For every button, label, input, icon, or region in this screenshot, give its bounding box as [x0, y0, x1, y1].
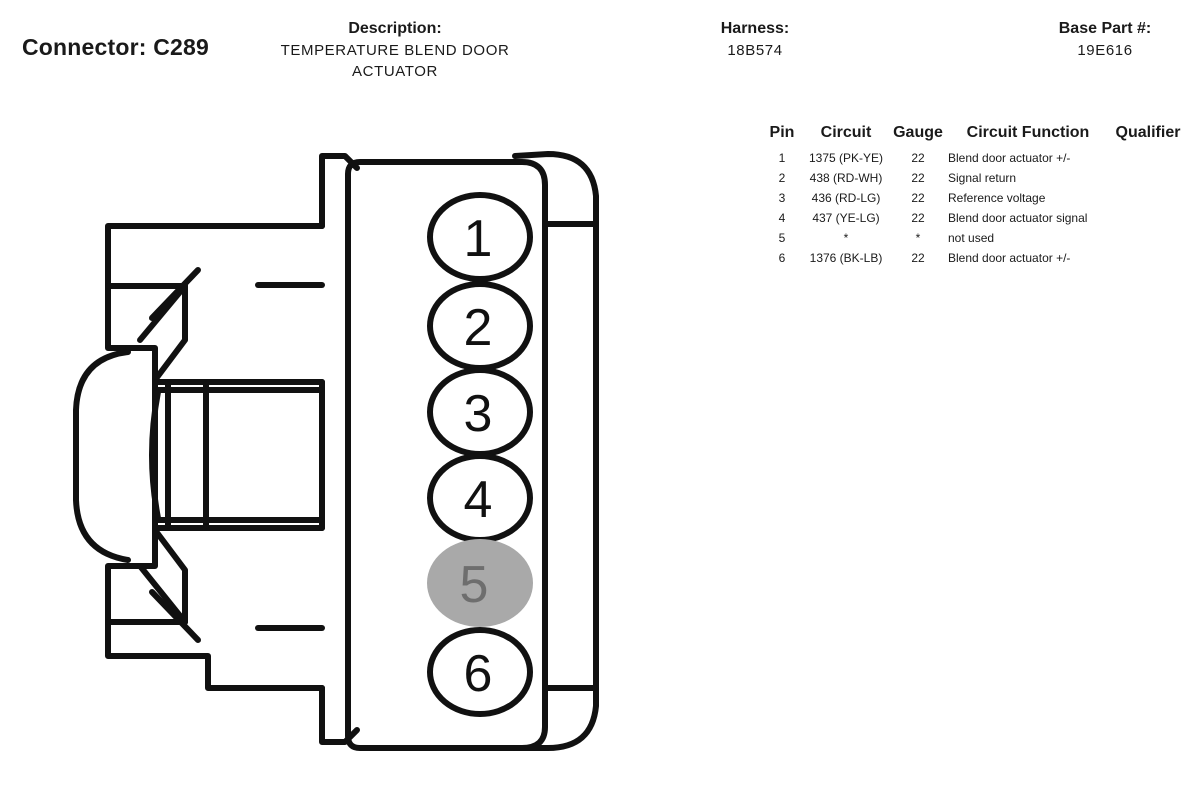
table-row: 1 1375 (PK-YE) 22 Blend door actuator +/…	[760, 148, 1188, 168]
pin-cavity-1: 1	[427, 192, 533, 282]
cell-circuit: 438 (RD-WH)	[809, 171, 883, 185]
cell-pin: 6	[778, 251, 786, 265]
connector-title: Connector: C289	[22, 34, 210, 60]
connector-diagram: 1 2 3 4 5 6	[73, 151, 599, 751]
cell-gauge: 22	[911, 191, 925, 205]
pin-label-2: 2	[464, 299, 493, 357]
cell-qualifier	[1108, 228, 1188, 248]
cell-pin: 2	[778, 171, 786, 185]
table-row: 6 1376 (BK-LB) 22 Blend door actuator +/…	[760, 248, 1188, 268]
cell-gauge: *	[915, 231, 921, 245]
pin-cavity-4: 4	[427, 453, 533, 543]
cell-gauge: 22	[911, 211, 925, 225]
cell-gauge: 22	[911, 251, 925, 265]
connector-outline	[73, 151, 599, 751]
harness-block: Harness: 18B574	[680, 20, 830, 59]
header-qualifier: Qualifier	[1115, 124, 1181, 141]
harness-value: 18B574	[727, 42, 783, 59]
pin-label-5: 5	[460, 556, 489, 614]
pin-label-4: 4	[464, 471, 493, 529]
cell-qualifier	[1108, 208, 1188, 228]
cell-pin: 4	[778, 211, 786, 225]
cell-qualifier	[1108, 188, 1188, 208]
cell-circuit: 437 (YE-LG)	[812, 211, 880, 225]
cell-qualifier	[1108, 168, 1188, 188]
cell-gauge: 22	[911, 151, 925, 165]
cell-function: Blend door actuator signal	[948, 211, 1088, 225]
base-part-label: Base Part #:	[1058, 20, 1152, 37]
description-block: Description: TEMPERATURE BLEND DOOR ACTU…	[250, 20, 540, 80]
header-gauge: Gauge	[893, 124, 943, 141]
cell-circuit: 1376 (BK-LB)	[809, 251, 883, 265]
pin-label-1: 1	[464, 210, 493, 268]
description-line-2: ACTUATOR	[352, 63, 438, 80]
cell-function: Signal return	[948, 171, 1017, 185]
table-row: 2 438 (RD-WH) 22 Signal return	[760, 168, 1188, 188]
table-row: 4 437 (YE-LG) 22 Blend door actuator sig…	[760, 208, 1188, 228]
pin-cavity-6: 6	[427, 627, 533, 717]
cell-function: Blend door actuator +/-	[948, 151, 1071, 165]
cell-pin: 1	[778, 151, 786, 165]
pin-cavity-5-unused: 5	[427, 539, 533, 627]
header-circuit-function: Circuit Function	[966, 124, 1090, 141]
table-header-row: Pin Circuit Gauge Circuit Function Quali…	[760, 124, 1188, 148]
cell-qualifier	[1108, 148, 1188, 168]
cell-pin: 3	[778, 191, 786, 205]
header-circuit: Circuit	[820, 124, 872, 141]
cell-function: Blend door actuator +/-	[948, 251, 1071, 265]
header-pin: Pin	[769, 124, 795, 141]
cell-circuit: 436 (RD-LG)	[811, 191, 881, 205]
base-part-value: 19E616	[1077, 42, 1133, 59]
pin-cavity-2: 2	[427, 281, 533, 371]
cell-circuit: 1375 (PK-YE)	[808, 151, 884, 165]
pinout-table: Pin Circuit Gauge Circuit Function Quali…	[760, 124, 1188, 268]
pin-label-3: 3	[464, 385, 493, 443]
cell-function: Reference voltage	[948, 191, 1046, 205]
base-part-block: Base Part #: 19E616	[1020, 20, 1190, 59]
table-row: 3 436 (RD-LG) 22 Reference voltage	[760, 188, 1188, 208]
description-label: Description:	[348, 20, 442, 37]
table-row: 5 * * not used	[760, 228, 1188, 248]
description-line-1: TEMPERATURE BLEND DOOR	[280, 42, 510, 59]
cell-gauge: 22	[911, 171, 925, 185]
pin-cavity-3: 3	[427, 367, 533, 457]
harness-label: Harness:	[720, 20, 790, 37]
cell-function: not used	[948, 231, 995, 245]
cell-circuit: *	[843, 231, 849, 245]
cell-qualifier	[1108, 248, 1188, 268]
pin-label-6: 6	[464, 645, 493, 703]
cell-pin: 5	[778, 231, 786, 245]
